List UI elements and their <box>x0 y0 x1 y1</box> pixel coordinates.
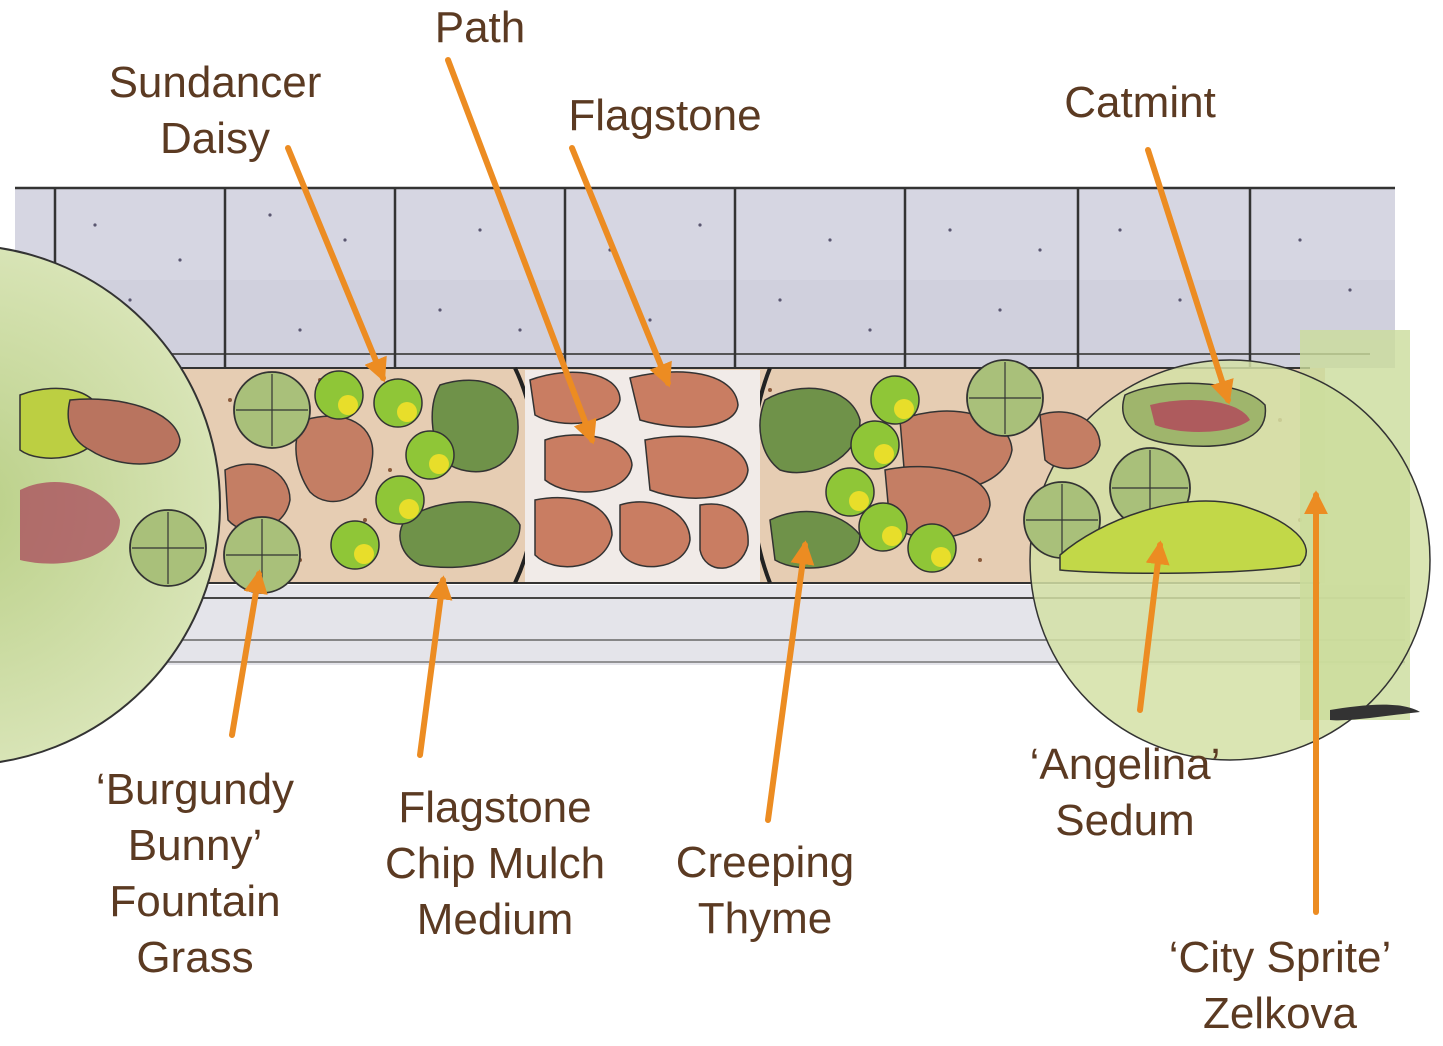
flagstone-path <box>515 368 770 583</box>
label-burgundy-bunny-line-1: ‘Burgundy <box>75 762 315 818</box>
label-flagstone-chip-mulch: Flagstone Chip Mulch Medium <box>365 780 625 948</box>
label-creeping-thyme-line-1: Creeping <box>655 835 875 891</box>
label-angelina-sedum-line-1: ‘Angelina’ <box>1000 737 1250 793</box>
label-burgundy-bunny-line-3: Fountain <box>75 874 315 930</box>
label-creeping-thyme: Creeping Thyme <box>655 835 875 947</box>
label-angelina-sedum-line-2: Sedum <box>1000 793 1250 849</box>
label-burgundy-bunny-line-4: Grass <box>75 930 315 986</box>
label-path: Path <box>420 0 540 56</box>
label-catmint: Catmint <box>1040 75 1240 131</box>
label-creeping-thyme-line-2: Thyme <box>655 891 875 947</box>
label-sundancer-daisy: Sundancer Daisy <box>90 55 340 167</box>
label-flagstone-text: Flagstone <box>545 88 785 144</box>
label-sundancer-daisy-line-2: Daisy <box>90 111 340 167</box>
label-city-sprite-zelkova-line-2: Zelkova <box>1140 986 1420 1042</box>
label-angelina-sedum: ‘Angelina’ Sedum <box>1000 737 1250 849</box>
label-flagstone-chip-mulch-line-2: Chip Mulch <box>365 836 625 892</box>
label-flagstone-chip-mulch-line-3: Medium <box>365 892 625 948</box>
label-catmint-text: Catmint <box>1040 75 1240 131</box>
label-flagstone: Flagstone <box>545 88 785 144</box>
label-flagstone-chip-mulch-line-1: Flagstone <box>365 780 625 836</box>
label-path-text: Path <box>420 0 540 56</box>
label-burgundy-bunny: ‘Burgundy Bunny’ Fountain Grass <box>75 762 315 986</box>
label-city-sprite-zelkova: ‘City Sprite’ Zelkova <box>1140 930 1420 1042</box>
label-sundancer-daisy-line-1: Sundancer <box>90 55 340 111</box>
label-city-sprite-zelkova-line-1: ‘City Sprite’ <box>1140 930 1420 986</box>
label-burgundy-bunny-line-2: Bunny’ <box>75 818 315 874</box>
catmint-plant <box>1123 383 1266 446</box>
